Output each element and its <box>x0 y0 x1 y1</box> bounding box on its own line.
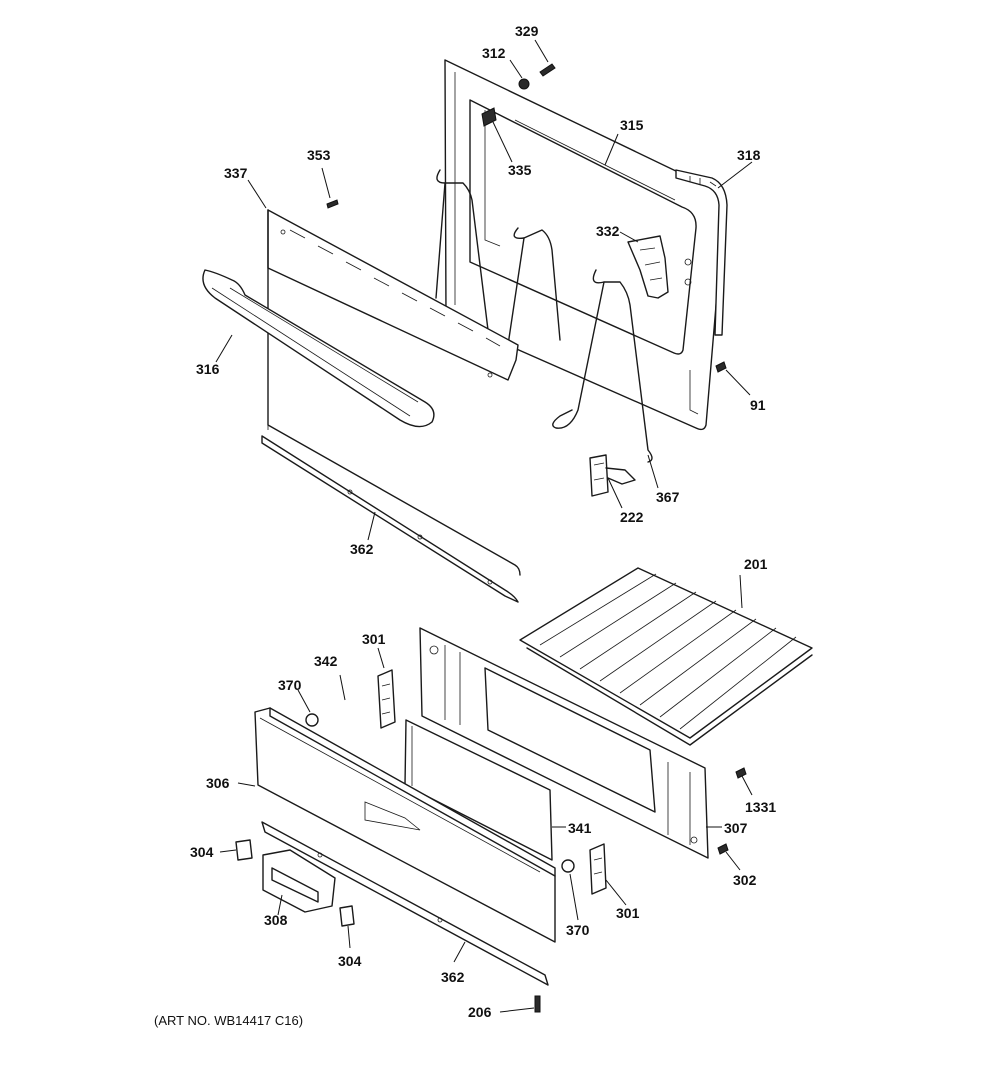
label-342: 342 <box>314 653 338 669</box>
label-341: 341 <box>568 820 592 836</box>
drawer-handle-308 <box>262 849 336 913</box>
label-370-lower: 370 <box>566 922 590 938</box>
hinge-receiver-222 <box>589 454 636 497</box>
label-304-bottom: 304 <box>338 953 362 969</box>
drawer-bottom-201 <box>519 567 813 746</box>
trim-strip-362-upper <box>261 435 519 603</box>
label-301-lower: 301 <box>616 905 640 921</box>
label-367: 367 <box>656 489 680 505</box>
label-201: 201 <box>744 556 768 572</box>
callout-labels: 329 312 315 335 318 353 337 332 316 91 3… <box>190 23 776 1020</box>
slides-301 <box>377 669 607 895</box>
label-301-upper: 301 <box>362 631 386 647</box>
screw-91 <box>715 361 727 373</box>
label-308: 308 <box>264 912 288 928</box>
bumper-370-upper <box>305 713 319 727</box>
label-362-lower: 362 <box>441 969 465 985</box>
outer-door-panel-337 <box>267 209 521 576</box>
drawer-panel-341 <box>404 719 553 861</box>
vent-trim-318 <box>675 169 728 336</box>
label-206: 206 <box>468 1004 492 1020</box>
label-1331: 1331 <box>745 799 776 815</box>
label-307: 307 <box>724 820 748 836</box>
label-332: 332 <box>596 223 620 239</box>
door-hinge-springs <box>435 169 653 463</box>
label-370-upper: 370 <box>278 677 302 693</box>
label-353: 353 <box>307 147 331 163</box>
label-315: 315 <box>620 117 644 133</box>
label-222: 222 <box>620 509 644 525</box>
trim-strip-362-lower <box>261 821 549 986</box>
small-hardware-lower <box>305 713 747 1013</box>
screw-353 <box>326 199 339 209</box>
screw-206 <box>534 995 541 1013</box>
screw-329 <box>539 63 556 77</box>
label-316: 316 <box>196 361 220 377</box>
door-handle-316 <box>202 269 435 428</box>
small-hardware-upper <box>326 63 727 373</box>
label-318: 318 <box>737 147 761 163</box>
drawer-front-306 <box>254 707 556 943</box>
screw-1331 <box>735 767 747 779</box>
label-337: 337 <box>224 165 248 181</box>
label-335: 335 <box>508 162 532 178</box>
door-inner-liner-315 <box>444 59 725 431</box>
leader-lines <box>215 39 753 1013</box>
bracket-332 <box>627 235 669 299</box>
clip-335 <box>481 107 497 127</box>
label-312: 312 <box>482 45 506 61</box>
label-302: 302 <box>733 872 757 888</box>
clips-304 <box>235 839 355 927</box>
label-362-upper: 362 <box>350 541 374 557</box>
drawer-side-panel-307 <box>419 627 709 859</box>
screw-302 <box>717 843 729 855</box>
label-91: 91 <box>750 397 766 413</box>
label-304-left: 304 <box>190 844 214 860</box>
art-number: (ART NO. WB14417 C16) <box>154 1013 303 1028</box>
label-329: 329 <box>515 23 539 39</box>
label-306: 306 <box>206 775 230 791</box>
nut-312 <box>518 78 530 90</box>
bumper-370-lower <box>561 859 575 873</box>
